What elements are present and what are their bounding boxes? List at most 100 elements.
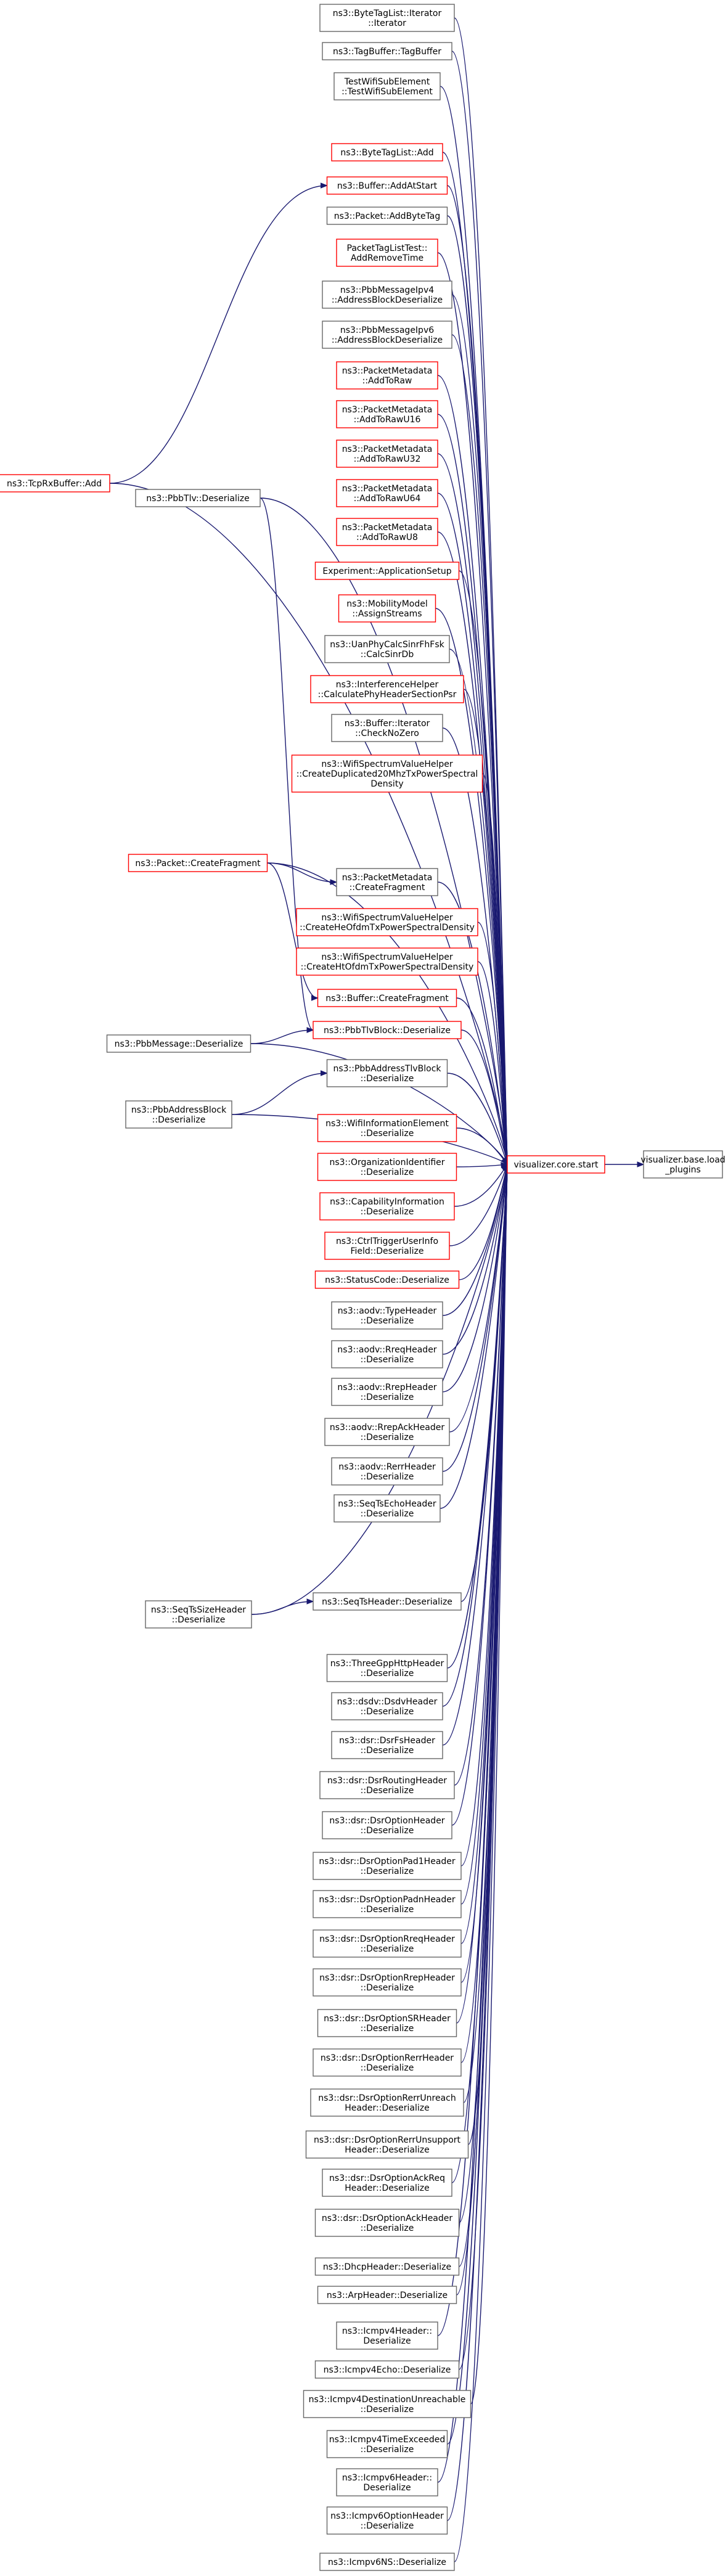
graph-node-c56[interactable]: ns3::Icmpv4Echo::Deserialize: [314, 2360, 460, 2379]
graph-node-c47[interactable]: ns3::dsr::DsrOptionSRHeader::Deserialize: [317, 2009, 457, 2037]
node-label: ns3::PbbAddressTlvBlock: [333, 1064, 441, 1074]
graph-node-c36[interactable]: ns3::SeqTsEchoHeader::Deserialize: [333, 1494, 441, 1523]
node-label: ns3::Icmpv4DestinationUnreachable: [309, 2395, 466, 2405]
node-label: Deserialize: [363, 2483, 411, 2493]
graph-node-c23[interactable]: ns3::Buffer::CreateFragment: [317, 989, 457, 1007]
graph-node-c34[interactable]: ns3::aodv::RrepAckHeader::Deserialize: [324, 1418, 450, 1446]
graph-node-c17[interactable]: ns3::InterferenceHelper::CalculatePhyHea…: [310, 675, 464, 703]
graph-node-c48[interactable]: ns3::dsr::DsrOptionRerrHeader::Deseriali…: [313, 2048, 462, 2077]
edge-c31-hub: [442, 1164, 508, 1316]
graph-node-c26[interactable]: ns3::WifiInformationElement::Deserialize: [317, 1114, 457, 1142]
graph-node-c15[interactable]: ns3::MobilityModel::AssignStreams: [338, 594, 436, 623]
graph-node-c13[interactable]: ns3::PacketMetadata::AddToRawU8: [336, 518, 438, 546]
edge-pbbab-c25-arrow: [321, 1070, 328, 1076]
node-label: ns3::PacketMetadata: [342, 523, 433, 533]
graph-node-hub[interactable]: visualizer.core.start: [507, 1155, 605, 1174]
graph-node-pktcf[interactable]: ns3::Packet::CreateFragment: [128, 854, 268, 872]
edge-pktcf-c20-arrow: [330, 879, 338, 885]
graph-node-c54[interactable]: ns3::ArpHeader::Deserialize: [317, 2286, 457, 2304]
graph-node-c38[interactable]: ns3::ThreeGppHttpHeader::Deserialize: [326, 1654, 448, 1682]
graph-node-c9[interactable]: ns3::PacketMetadata::AddToRaw: [336, 361, 438, 390]
node-box: [305, 2130, 469, 2159]
edge-c27-hub-arrow: [501, 1162, 509, 1168]
graph-node-c24[interactable]: ns3::PbbTlvBlock::Deserialize: [313, 1021, 462, 1039]
graph-node-c42[interactable]: ns3::dsr::DsrOptionHeader::Deserialize: [322, 1811, 452, 1839]
graph-node-c60[interactable]: ns3::Icmpv6OptionHeader::Deserialize: [326, 2506, 448, 2535]
graph-node-c53[interactable]: ns3::DhcpHeader::Deserialize: [314, 2257, 460, 2276]
node-box: [336, 361, 438, 390]
graph-node-c57[interactable]: ns3::Icmpv4DestinationUnreachable::Deser…: [303, 2390, 472, 2418]
graph-node-c46[interactable]: ns3::dsr::DsrOptionRrepHeader::Deseriali…: [313, 1968, 462, 1997]
graph-node-pbbtlv[interactable]: ns3::PbbTlv::Deserialize: [135, 489, 261, 507]
graph-node-c59[interactable]: ns3::Icmpv6Header::Deserialize: [336, 2468, 438, 2496]
graph-node-c7[interactable]: ns3::PbbMessageIpv4::AddressBlockDeseria…: [322, 280, 452, 309]
graph-node-c32[interactable]: ns3::aodv::RreqHeader::Deserialize: [331, 1340, 443, 1368]
node-box: [322, 42, 452, 60]
node-box: [0, 474, 110, 493]
node-label: ::CheckNoZero: [355, 729, 419, 738]
graph-node-c27[interactable]: ns3::OrganizationIdentifier::Deserialize: [317, 1153, 457, 1181]
graph-node-c18[interactable]: ns3::Buffer::Iterator::CheckNoZero: [331, 714, 443, 742]
graph-node-c45[interactable]: ns3::dsr::DsrOptionRreqHeader::Deseriali…: [313, 1929, 462, 1958]
node-box: [326, 1654, 448, 1682]
node-label: ns3::Icmpv4TimeExceeded: [329, 2435, 446, 2445]
graph-node-pbbab[interactable]: ns3::PbbAddressBlock::Deserialize: [125, 1100, 232, 1129]
node-label: ::AddToRawU8: [356, 533, 418, 542]
graph-node-c21[interactable]: ns3::WifiSpectrumValueHelper::CreateHeOf…: [296, 908, 478, 936]
node-box: [331, 1457, 443, 1486]
graph-node-c20[interactable]: ns3::PacketMetadata::CreateFragment: [336, 868, 438, 896]
graph-node-c58[interactable]: ns3::Icmpv4TimeExceeded::Deserialize: [326, 2430, 448, 2458]
graph-node-pbbmsg[interactable]: ns3::PbbMessage::Deserialize: [106, 1034, 252, 1053]
node-label: ::Deserialize: [361, 1867, 414, 1876]
graph-node-c61[interactable]: ns3::Icmpv6NS::Deserialize: [319, 2553, 455, 2571]
graph-node-c51[interactable]: ns3::dsr::DsrOptionAckReqHeader::Deseria…: [322, 2169, 452, 2197]
node-label: Deserialize: [363, 2336, 411, 2346]
graph-node-c31[interactable]: ns3::aodv::TypeHeader::Deserialize: [331, 1301, 443, 1330]
graph-node-c0[interactable]: ns3::ByteTagList::Iterator::Iterator: [319, 4, 455, 32]
graph-node-c14[interactable]: Experiment::ApplicationSetup: [314, 562, 460, 580]
node-box: [331, 1731, 443, 1759]
graph-node-c50[interactable]: ns3::dsr::DsrOptionRerrUnsupportHeader::…: [305, 2130, 469, 2159]
graph-node-c30[interactable]: ns3::StatusCode::Deserialize: [314, 1270, 460, 1289]
graph-node-c22[interactable]: ns3::WifiSpectrumValueHelper::CreateHtOf…: [296, 947, 478, 976]
graph-node-c41[interactable]: ns3::dsr::DsrRoutingHeader::Deserialize: [319, 1771, 455, 1799]
graph-node-c35[interactable]: ns3::aodv::RerrHeader::Deserialize: [331, 1457, 443, 1486]
node-label: ns3::PacketMetadata: [342, 484, 433, 494]
node-label: Density: [370, 779, 403, 789]
graph-node-c55[interactable]: ns3::Icmpv4Header::Deserialize: [336, 2321, 438, 2350]
graph-node-c49[interactable]: ns3::dsr::DsrOptionRerrUnreachHeader::De…: [310, 2088, 464, 2117]
graph-node-c4[interactable]: ns3::Buffer::AddAtStart: [326, 176, 448, 195]
graph-node-c11[interactable]: ns3::PacketMetadata::AddToRawU32: [336, 440, 438, 468]
graph-node-c16[interactable]: ns3::UanPhyCalcSinrFhFsk::CalcSinrDb: [324, 635, 450, 663]
node-label: ::CreateDuplicated20MhzTxPowerSpectral: [297, 769, 478, 779]
graph-node-c3[interactable]: ns3::ByteTagList::Add: [331, 143, 443, 162]
node-box: [313, 1021, 462, 1039]
edge-pbbab-hub-arrow: [501, 1157, 508, 1166]
graph-node-c10[interactable]: ns3::PacketMetadata::AddToRawU16: [336, 400, 438, 428]
graph-node-c19[interactable]: ns3::WifiSpectrumValueHelper::CreateDupl…: [291, 754, 483, 793]
node-box: [326, 176, 448, 195]
graph-node-c44[interactable]: ns3::dsr::DsrOptionPadnHeader::Deseriali…: [313, 1890, 462, 1918]
graph-node-tcprx[interactable]: ns3::TcpRxBuffer::Add: [0, 474, 110, 493]
graph-node-c52[interactable]: ns3::dsr::DsrOptionAckHeader::Deserializ…: [314, 2209, 460, 2237]
graph-node-c29[interactable]: ns3::CtrlTriggerUserInfoField::Deseriali…: [324, 1232, 450, 1260]
graph-node-c1[interactable]: ns3::TagBuffer::TagBuffer: [322, 42, 452, 60]
graph-node-root[interactable]: visualizer.base.load_plugins: [640, 1150, 726, 1179]
edge-pbbtlv-hub: [260, 497, 508, 1165]
graph-node-c25[interactable]: ns3::PbbAddressTlvBlock::Deserialize: [326, 1059, 448, 1087]
graph-node-c39[interactable]: ns3::dsdv::DsdvHeader::Deserialize: [331, 1692, 443, 1720]
graph-node-c40[interactable]: ns3::dsr::DsrFsHeader::Deserialize: [331, 1731, 443, 1759]
node-box: [296, 947, 478, 976]
graph-node-c43[interactable]: ns3::dsr::DsrOptionPad1Header::Deseriali…: [313, 1852, 462, 1880]
graph-node-seqts[interactable]: ns3::SeqTsSizeHeader::Deserialize: [145, 1600, 252, 1629]
graph-node-c37[interactable]: ns3::SeqTsHeader::Deserialize: [313, 1592, 462, 1611]
graph-node-c33[interactable]: ns3::aodv::RrepHeader::Deserialize: [331, 1378, 443, 1406]
graph-node-c8[interactable]: ns3::PbbMessageIpv6::AddressBlockDeseria…: [322, 321, 452, 349]
graph-node-c28[interactable]: ns3::CapabilityInformation::Deserialize: [319, 1192, 455, 1221]
graph-node-c6[interactable]: PacketTagListTest::AddRemoveTime: [336, 239, 438, 267]
graph-node-c5[interactable]: ns3::Packet::AddByteTag: [326, 206, 448, 225]
node-box: [313, 1929, 462, 1958]
graph-node-c2[interactable]: TestWifiSubElement::TestWifiSubElement: [333, 72, 441, 100]
graph-node-c12[interactable]: ns3::PacketMetadata::AddToRawU64: [336, 479, 438, 507]
